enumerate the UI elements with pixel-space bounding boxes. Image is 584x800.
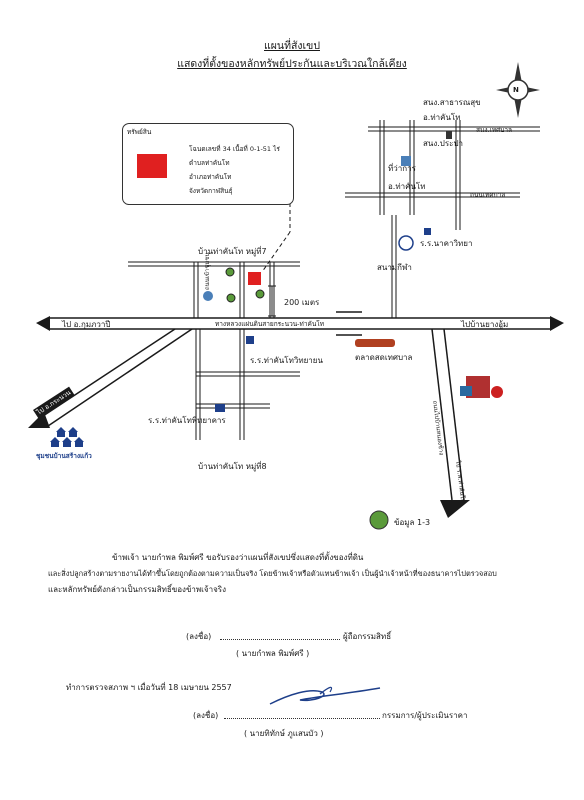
local-streets <box>128 261 300 440</box>
province-line: จังหวัดกาฬสินธุ์ <box>189 187 233 195</box>
appraiser-title: กรรมการ/ผู้ประเมินราคา <box>382 711 468 720</box>
label-to-yangtalat: ไปบ้านยางอู้ม <box>461 320 509 329</box>
leader-line <box>261 196 291 273</box>
label-school-thakhantho-2: ร.ร.ท่าคันโทพิทยาคาร <box>148 416 226 425</box>
owner-title: ผู้ถือกรรมสิทธิ์ <box>343 632 392 641</box>
property-label: ทรัพย์สิน <box>127 128 152 136</box>
owner-sign-label: (ลงชื่อ) <box>186 632 212 641</box>
subdistrict-line: ตำบลท่าคันโท <box>189 159 230 167</box>
label-side-road: ถนนเข้าชุมชน <box>204 252 211 290</box>
map-canvas <box>28 62 564 530</box>
label-community: ชุมชนบ้านสร้างแก้ว <box>36 452 92 460</box>
appraiser-name: ( นายทิทักษ์ ภูแสนบัว ) <box>244 729 324 738</box>
main-highway <box>36 316 564 331</box>
distance-marker <box>268 285 276 317</box>
statement-line-3: และหลักทรัพย์ดังกล่าวเป็นกรรมสิทธิ์ของข้… <box>48 585 226 594</box>
appraiser-sign-line <box>224 718 380 719</box>
label-municipality: สนง.เทศบาล <box>476 126 513 134</box>
label-district-office: ที่ว่าการ <box>388 164 416 173</box>
north-arrow-icon <box>496 62 540 118</box>
bridge-icon <box>336 311 362 336</box>
landmark-icons <box>203 131 503 530</box>
owner-sign-line <box>220 639 340 640</box>
label-note: ข้อมูล 1-3 <box>394 518 431 527</box>
label-fresh-market: ตลาดสดเทศบาล <box>355 353 413 362</box>
label-post-office: สนง.ประปา <box>423 139 464 148</box>
property-swatch <box>137 154 167 178</box>
label-school-thakhantho: ร.ร.ท่าคันโทวิทยายน <box>250 356 323 365</box>
label-to-kumphawapi: ไป อ.กุมภวาปี <box>62 320 111 329</box>
road-right-diagonal <box>431 328 470 518</box>
label-school-road: ถนนเทศบาล <box>470 191 506 199</box>
owner-name: ( นายกำพล พิมพ์ศรี ) <box>236 649 310 658</box>
statement-line-1: ข้าพเจ้า นายกำพล พิมพ์ศรี ขอรับรองว่าแผน… <box>112 553 364 562</box>
label-village-7: บ้านท่าคันโท หมู่ที่7 <box>198 247 267 256</box>
town-streets <box>345 120 540 318</box>
label-district: อ.ท่าคันโท <box>423 113 461 122</box>
label-land-office: สนง.สาธารณสุข <box>423 98 481 107</box>
district-line: อำเภอท่าคันโท <box>189 173 232 181</box>
statement-line-2: และสิ่งปลูกสร้างตามรายงานได้ทำขึ้นโดยถูก… <box>48 569 497 578</box>
appraiser-sign-label: (ลงชื่อ) <box>193 711 219 720</box>
label-village-8: บ้านท่าคันโท หมู่ที่8 <box>198 462 267 471</box>
road-to-kranuan <box>28 328 193 428</box>
map-title: แผนที่สังเขป <box>264 40 320 52</box>
property-info-box: ทรัพย์สิน โฉนดเลขที่ 34 เนื้อที่ 0-1-51 … <box>122 123 294 205</box>
north-label: N <box>513 86 519 94</box>
property-marker <box>248 272 261 285</box>
community-houses-icon <box>50 427 84 447</box>
deed-line: โฉนดเลขที่ 34 เนื้อที่ 0-1-51 ไร่ <box>189 145 280 153</box>
label-school-nakhon: ร.ร.นาคาวิทยา <box>420 239 473 248</box>
label-distance: 200 เมตร <box>284 298 320 307</box>
handwritten-signature <box>269 686 381 705</box>
label-stadium: สนามกีฬา <box>377 263 412 272</box>
map-subtitle: แสดงที่ตั้งของหลักทรัพย์ประกันและบริเวณใ… <box>177 58 407 70</box>
label-district-2: อ.ท่าคันโท <box>388 182 426 191</box>
label-highway: ทางหลวงแผ่นดินสายกระนวน-ท่าคันโท <box>215 320 325 328</box>
survey-date: ทำการตรวจสภาพ ฯ เมื่อวันที่ 18 เมษายน 25… <box>66 683 232 692</box>
